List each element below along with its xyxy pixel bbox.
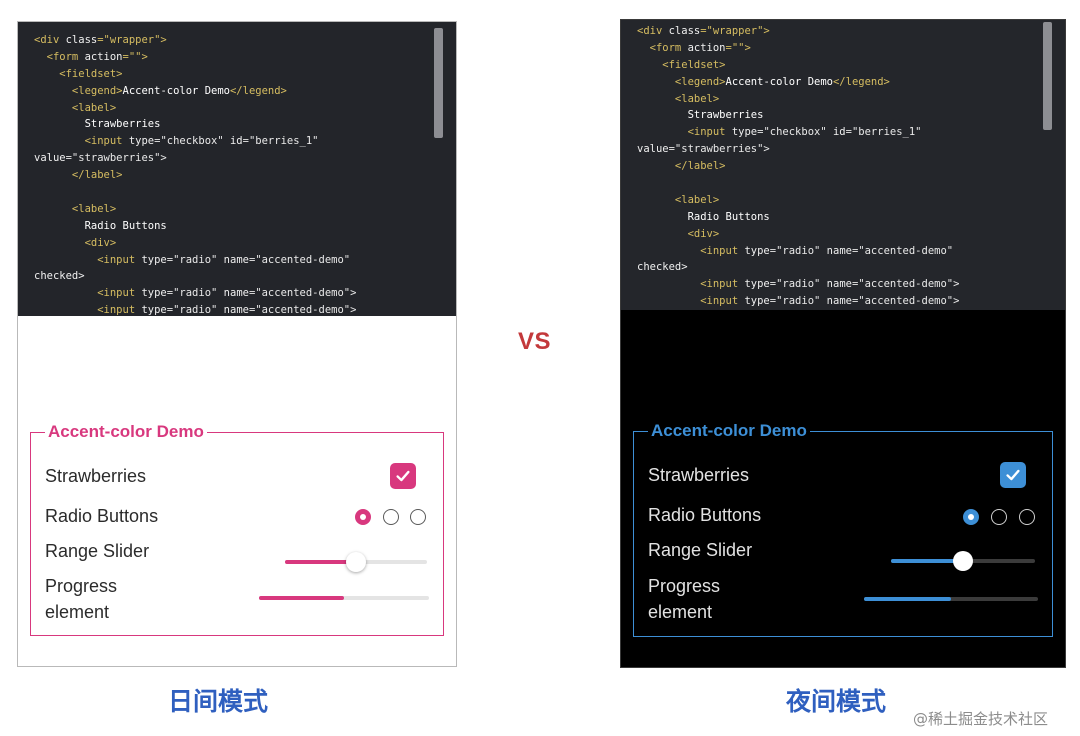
code-editor: <div class="wrapper"> <form action=""> <… <box>18 22 456 316</box>
fieldset-legend: Accent-color Demo <box>648 420 810 442</box>
code-line: checked> <box>34 270 85 283</box>
code-line: value="strawberries"> <box>637 143 770 156</box>
code-editor: <div class="wrapper"> <form action=""> <… <box>621 20 1065 310</box>
range-slider[interactable] <box>285 552 427 572</box>
progress-element <box>259 596 429 600</box>
code-line: </label> <box>637 160 726 173</box>
code-line: <input type="radio" name="accented-demo"… <box>637 295 960 308</box>
watermark: @稀土掘金技术社区 <box>913 710 1049 728</box>
code-line: <fieldset> <box>34 67 123 80</box>
code-line: <fieldset> <box>637 58 726 71</box>
radio-button-2[interactable] <box>383 509 399 525</box>
code-line: <div class="wrapper"> <box>637 25 770 37</box>
code-line: <div> <box>637 227 720 240</box>
code-line: <input type="checkbox" id="berries_1" <box>34 135 319 148</box>
progress-label-line2: element <box>45 602 110 622</box>
range-slider-label: Range Slider <box>648 540 753 560</box>
accent-color-fieldset: Accent-color Demo Strawberries Radio But… <box>633 420 1053 637</box>
code-line: Strawberries <box>637 109 764 122</box>
code-line: Radio Buttons <box>637 210 770 223</box>
radio-button-1[interactable] <box>355 509 371 525</box>
code-line <box>34 184 456 201</box>
code-line: <label> <box>637 193 720 206</box>
scrollbar-thumb[interactable] <box>1043 22 1052 130</box>
strawberries-checkbox[interactable] <box>390 463 416 489</box>
code-line: <form action=""> <box>637 41 751 54</box>
code-line: </label> <box>34 169 123 182</box>
radio-button-3[interactable] <box>410 509 426 525</box>
code-line: <div class="wrapper"> <box>34 34 167 46</box>
code-lines: <div class="wrapper"> <form action=""> <… <box>637 23 1065 310</box>
dark-mode-caption: 夜间模式 <box>786 687 887 716</box>
radio-button-2[interactable] <box>991 509 1007 525</box>
code-line: checked> <box>637 261 688 274</box>
strawberries-label: Strawberries <box>648 465 750 485</box>
code-line: <label> <box>637 92 720 105</box>
vs-label: VS <box>518 328 552 355</box>
radio-buttons-label: Radio Buttons <box>648 505 762 525</box>
code-line: <input type="radio" name="accented-demo"… <box>34 287 357 300</box>
progress-label-line1: Progress <box>45 576 118 596</box>
progress-element <box>864 597 1038 601</box>
checkmark-icon <box>396 470 410 482</box>
code-line: Radio Buttons <box>34 219 167 232</box>
code-line: <input type="radio" name="accented-demo"… <box>34 304 357 316</box>
code-line: <legend>Accent-color Demo</legend> <box>34 84 287 97</box>
scrollbar-thumb[interactable] <box>434 28 443 138</box>
code-line: <legend>Accent-color Demo</legend> <box>637 75 890 88</box>
code-line: <label> <box>34 202 117 215</box>
range-slider-thumb[interactable] <box>953 551 973 571</box>
light-mode-panel: <div class="wrapper"> <form action=""> <… <box>17 21 457 667</box>
code-line: <label> <box>34 101 117 114</box>
code-line: <input type="radio" name="accented-demo"… <box>637 278 960 291</box>
radio-button-3[interactable] <box>1019 509 1035 525</box>
light-mode-caption: 日间模式 <box>168 687 269 716</box>
code-line: <input type="radio" name="accented-demo" <box>637 244 954 257</box>
code-line: <form action=""> <box>34 50 148 63</box>
code-line: <input type="radio" name="accented-demo" <box>34 253 351 266</box>
code-line: <div> <box>34 236 117 249</box>
strawberries-checkbox[interactable] <box>1000 462 1026 488</box>
fieldset-legend: Accent-color Demo <box>45 421 207 443</box>
accent-color-fieldset: Accent-color Demo Strawberries Radio But… <box>30 421 444 636</box>
range-slider-label: Range Slider <box>45 541 150 561</box>
strawberries-label: Strawberries <box>45 466 147 486</box>
progress-label-line1: Progress <box>648 576 721 596</box>
range-slider-thumb[interactable] <box>346 552 366 572</box>
radio-button-1[interactable] <box>963 509 979 525</box>
progress-label-line2: element <box>648 602 713 622</box>
code-line: <input type="checkbox" id="berries_1" <box>637 126 922 139</box>
code-lines: <div class="wrapper"> <form action=""> <… <box>34 32 456 316</box>
code-line <box>637 175 1065 192</box>
code-line: Strawberries <box>34 118 161 131</box>
dark-mode-panel: <div class="wrapper"> <form action=""> <… <box>620 19 1066 668</box>
code-line: value="strawberries"> <box>34 152 167 165</box>
radio-buttons-label: Radio Buttons <box>45 506 159 526</box>
range-slider[interactable] <box>891 551 1035 571</box>
checkmark-icon <box>1006 469 1020 481</box>
